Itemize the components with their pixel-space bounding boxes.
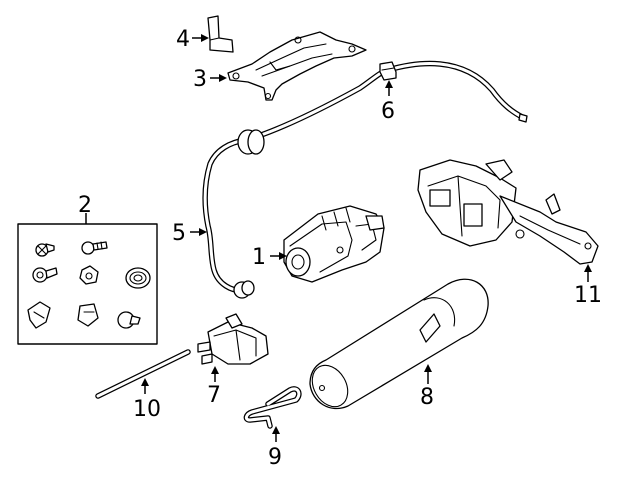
part-8-reservoir-tank (309, 278, 489, 410)
leader-8-arrow (424, 364, 432, 372)
part-11-bracket-assembly (417, 159, 599, 265)
leader-10-arrow (141, 378, 149, 386)
part-4-bracket (207, 15, 234, 53)
part-10-rod (95, 349, 191, 399)
leader-9-arrow (272, 426, 280, 434)
callout-8: 8 (420, 385, 434, 410)
callout-11: 11 (574, 283, 602, 308)
part-1-compressor (283, 205, 385, 283)
callout-2: 2 (78, 193, 92, 218)
leader-7-arrow (211, 366, 219, 374)
callout-4: 4 (176, 27, 190, 52)
callout-9: 9 (268, 445, 282, 470)
part-3-mount-bracket (227, 31, 367, 101)
kit-bolt-1 (35, 243, 55, 257)
callout-5: 5 (172, 221, 186, 246)
callout-1: 1 (252, 245, 266, 270)
kit-grommet (125, 267, 151, 289)
callout-10: 10 (133, 397, 161, 422)
kit-clip-1 (27, 301, 51, 329)
part-7-valve-block (197, 313, 269, 365)
part-6-clip (379, 61, 397, 81)
leader-6-arrow (385, 80, 393, 88)
leader-1-arrow (279, 252, 287, 260)
leader-3-arrow (219, 74, 227, 82)
kit-bolt-2 (81, 241, 108, 255)
kit-bolt-3 (32, 267, 58, 283)
part-9-wire-clip (243, 386, 302, 429)
leader-4-arrow (201, 34, 209, 42)
kit-plug (117, 311, 141, 329)
callout-6: 6 (381, 99, 395, 124)
kit-nut (79, 265, 99, 285)
leader-5-arrow (199, 228, 207, 236)
callout-3: 3 (193, 67, 207, 92)
callout-7: 7 (207, 383, 221, 408)
part-5-air-line (202, 60, 528, 299)
leader-11-arrow (584, 264, 592, 272)
kit-clip-2 (77, 303, 99, 327)
part-2-hardware-kit (17, 223, 158, 345)
